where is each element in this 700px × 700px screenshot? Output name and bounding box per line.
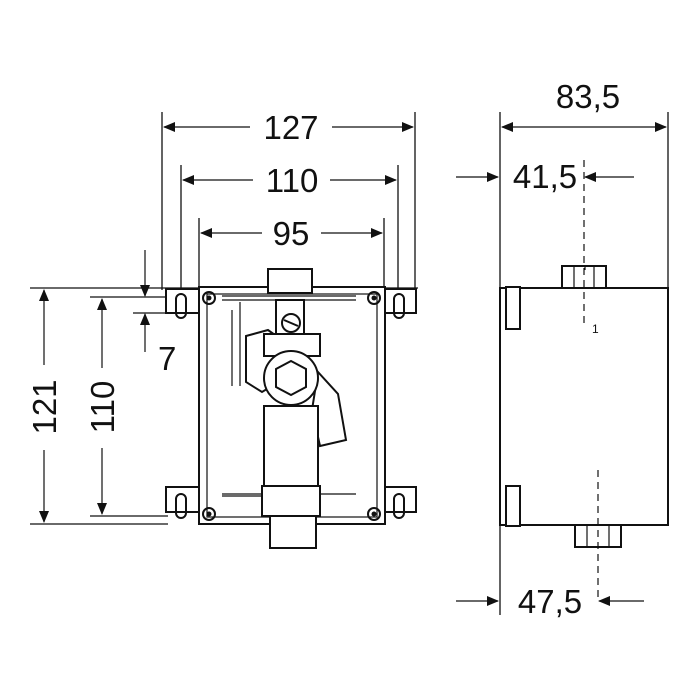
side-view: 83,5 41,5 1 47,5 [456,78,669,620]
side-box-body [499,287,669,526]
dim-label-height-overall: 121 [26,379,63,434]
dim-label-height-holes: 110 [84,381,121,434]
hex-nut [275,359,307,397]
side-top-tab [505,286,521,330]
slot-bottom-right [393,493,405,519]
valve-pipe [263,405,319,487]
side-bottom-tab [505,485,521,527]
side-mark-label: 1 [592,322,599,336]
corner-screws [202,291,381,521]
dim-label-depth-bottom-outlet: 47,5 [518,583,582,620]
dim-label-width-holes: 110 [266,162,319,199]
dim-label-width-overall: 127 [263,109,318,146]
slot-top-right [393,293,405,319]
top-connector [267,268,313,294]
bottom-connector [269,515,317,549]
valve-assembly [222,268,348,549]
slot-bottom-left [175,493,187,519]
front-view: 127 110 95 121 110 7 [26,109,418,549]
slot-top-left [175,293,187,319]
dim-label-offset: 7 [158,340,176,377]
adjust-screw [281,313,301,333]
valve-right-wing [310,369,348,448]
lower-fitting [261,485,321,517]
dim-label-depth-top-outlet: 41,5 [513,158,577,195]
valve-body [263,350,319,406]
side-top-connector [561,265,607,289]
dim-label-depth-overall: 83,5 [556,78,620,115]
dim-label-width-inner: 95 [273,215,310,252]
